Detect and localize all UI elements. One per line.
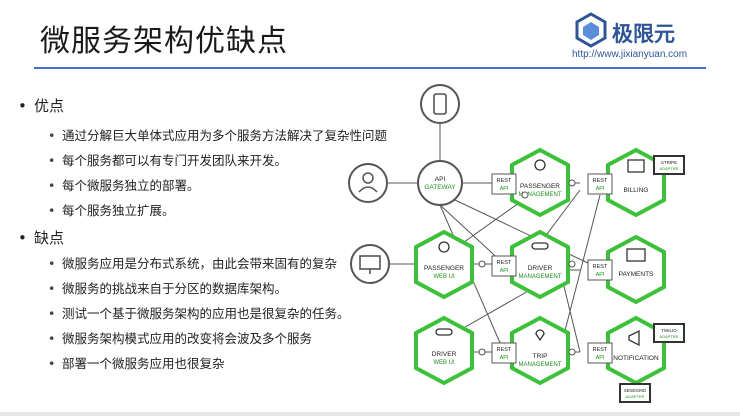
- rest-api-box: REST API: [491, 342, 517, 364]
- diagram-label: API: [596, 186, 605, 192]
- diagram-label: REST: [497, 347, 512, 353]
- map-pin-icon: [535, 329, 545, 342]
- diagram-label: ADAPTER: [660, 166, 679, 171]
- diagram-label: STRIPE: [661, 160, 677, 165]
- diagram-label: API: [500, 268, 509, 274]
- stripe-adapter: STRIPE ADAPTER: [653, 155, 685, 175]
- billing-icon: [627, 159, 645, 173]
- driver-web-ui-service: DRIVER WEB UI: [414, 315, 474, 386]
- passenger-web-ui-service: PASSENGER WEB UI: [414, 229, 474, 300]
- cons-heading: •缺点: [18, 229, 65, 247]
- sendgrid-adapter: SENDGRID ADAPTER: [619, 383, 651, 403]
- diagram-label: REST: [497, 178, 512, 184]
- diagram-label: REST: [497, 260, 512, 266]
- diagram-label: API: [596, 355, 605, 361]
- card-icon: [626, 248, 646, 262]
- diagram-label: PASSENGER: [424, 265, 464, 272]
- diagram-label: TRIP: [533, 353, 548, 360]
- list-item: •测试一个基于微服务架构的应用也是很复杂的任务。: [48, 306, 350, 321]
- diagram-label: SENDGRID: [624, 388, 646, 393]
- monitor-circle: [350, 244, 390, 284]
- diagram-label: ADAPTER: [626, 394, 645, 399]
- diagram-label: MANAGEMENT: [518, 274, 561, 280]
- list-item: •微服务的挑战来自于分区的数据库架构。: [48, 281, 288, 296]
- api-gateway: API GATEWAY: [417, 160, 463, 206]
- list-item: •每个服务都可以有专门开发团队来开发。: [48, 153, 288, 168]
- browser-user: [348, 163, 388, 203]
- mobile-circle: [420, 84, 460, 124]
- diagram-label: MANAGEMENT: [518, 192, 561, 198]
- diagram-label: WEB UI: [433, 274, 455, 280]
- list-item: •每个服务独立扩展。: [48, 203, 175, 218]
- diagram-label: REST: [593, 347, 608, 353]
- diagram-label: PAYMENTS: [619, 271, 654, 278]
- slide-title: 微服务架构优缺点: [40, 24, 288, 59]
- title-underline: [34, 67, 706, 69]
- diagram-label: PASSENGER: [520, 183, 560, 190]
- car-icon: [531, 242, 549, 250]
- car-icon: [435, 328, 453, 336]
- company-logo: 极限元 http://www.jixianyuan.com: [572, 10, 712, 64]
- list-item: •微服务应用是分布式系统，由此会带来固有的复杂: [48, 256, 338, 271]
- passenger-icon: [438, 241, 450, 253]
- payments-service: PAYMENTS: [606, 234, 666, 305]
- list-item: •微服务架构模式应用的改变将会波及多个服务: [48, 331, 313, 346]
- rest-api-box: REST API: [587, 173, 613, 195]
- diagram-label: BILLING: [624, 187, 649, 194]
- logo-icon: [575, 12, 607, 48]
- list-item: •每个微服务独立的部署。: [48, 178, 200, 193]
- gateway-label-2: GATEWAY: [424, 184, 456, 191]
- diagram-label: REST: [593, 178, 608, 184]
- diagram-label: DRIVER: [528, 265, 553, 272]
- pros-heading: •优点: [18, 97, 65, 115]
- rest-api-box: REST API: [587, 259, 613, 281]
- diagram-label: TWILIO: [661, 328, 677, 333]
- trip-management-service: TRIP MANAGEMENT: [510, 315, 570, 386]
- list-item: •通过分解巨大单体式应用为多个服务方法解决了复杂性问题: [48, 128, 388, 143]
- driver-management-service: DRIVER MANAGEMENT: [510, 229, 570, 300]
- gateway-label-1: API: [435, 176, 446, 183]
- logo-url[interactable]: http://www.jixianyuan.com: [572, 49, 688, 60]
- diagram-label: MANAGEMENT: [518, 362, 561, 368]
- diagram-label: WEB UI: [433, 360, 455, 366]
- diagram-label: API: [500, 355, 509, 361]
- twilio-adapter: TWILIO ADAPTER: [653, 323, 685, 343]
- passenger-icon: [534, 159, 546, 171]
- user-icon: [362, 172, 374, 184]
- list-item: •部署一个微服务应用也很复杂: [48, 356, 225, 371]
- passenger-management-service: PASSENGER MANAGEMENT: [510, 147, 570, 218]
- phone-icon: [433, 93, 447, 115]
- diagram-label: DRIVER: [432, 351, 457, 358]
- megaphone-icon: [628, 329, 640, 347]
- rest-api-box: REST API: [587, 342, 613, 364]
- diagram-label: REST: [593, 264, 608, 270]
- logo-name: 极限元: [612, 22, 675, 46]
- diagram-label: ADAPTER: [660, 334, 679, 339]
- footer-band: [0, 412, 740, 416]
- diagram-label: API: [500, 186, 509, 192]
- rest-api-box: REST API: [491, 255, 517, 277]
- rest-api-box: REST API: [491, 173, 517, 195]
- mobile-client: [420, 84, 460, 124]
- diagram-label: NOTIFICATION: [613, 355, 659, 362]
- desktop-client: [350, 244, 390, 284]
- diagram-label: API: [596, 272, 605, 278]
